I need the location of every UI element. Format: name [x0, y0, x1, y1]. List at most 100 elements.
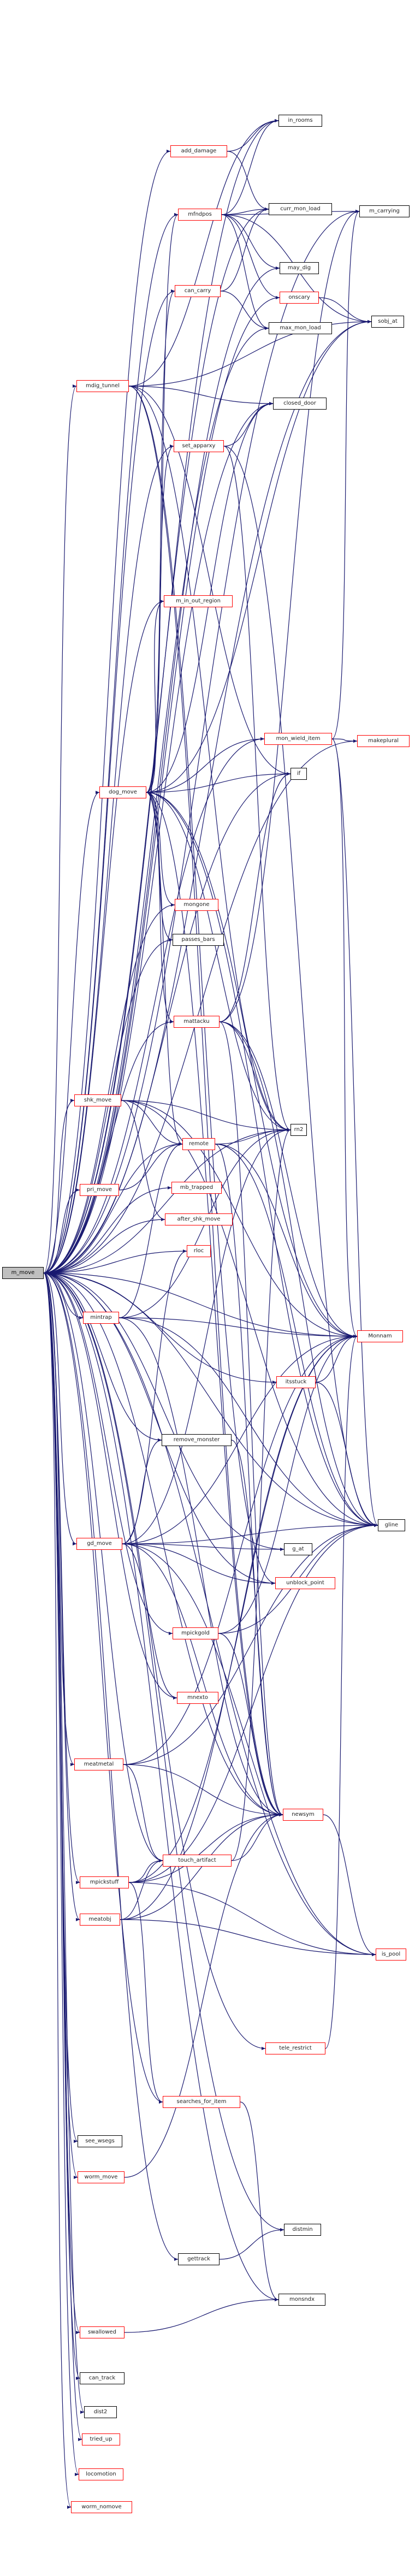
- edge-mintrap-to-Monnam: [118, 1317, 358, 1337]
- node-closed-door: closed_door: [273, 398, 327, 410]
- edge-dog-move-to-mattacku: [146, 792, 174, 1022]
- node-mattacku[interactable]: mattacku: [174, 1016, 220, 1028]
- node-worm-nomove[interactable]: worm_nomove: [71, 2501, 132, 2513]
- edge-arrowhead: [74, 2140, 78, 2143]
- edge-mdig-tunnel-to-unblock-point: [128, 386, 276, 1584]
- edge-m-move-to-gline: [43, 1272, 378, 1526]
- node-dist2: dist2: [84, 2406, 117, 2418]
- node-mb-trapped[interactable]: mb_trapped: [171, 1182, 222, 1194]
- edge-shk-move-to-gline: [121, 1100, 378, 1526]
- edge-meatobj-to-newsym: [120, 1814, 283, 1920]
- edge-m-move-to-searches-for-item: [43, 1272, 163, 2103]
- edge-mattacku-to-newsym: [219, 1021, 283, 1815]
- edge-touch-artifact-to-newsym: [231, 1814, 283, 1861]
- edge-m-move-to-mon-wield-item: [43, 738, 265, 1274]
- edge-touch-artifact-to-rn2: [231, 1129, 291, 1861]
- edge-tele-restrict-to-Monnam: [325, 1336, 358, 2049]
- edge-shk-move-to-Monnam: [121, 1100, 358, 1337]
- edge-m-move-to-add-damage: [43, 151, 171, 1274]
- node-unblock-point[interactable]: unblock_point: [275, 1577, 335, 1589]
- node-mpickstuff[interactable]: mpickstuff: [80, 1876, 129, 1888]
- node-touch-artifact[interactable]: touch_artifact: [163, 1855, 232, 1867]
- node-pri-move[interactable]: pri_move: [80, 1184, 119, 1196]
- edge-set-apparxy-to-gline: [223, 446, 378, 1526]
- node-tele-restrict[interactable]: tele_restrict: [265, 2042, 325, 2054]
- edge-set-apparxy-to-closed-door: [223, 403, 274, 447]
- node-can-carry[interactable]: can_carry: [175, 285, 221, 297]
- edge-m-move-to-remote: [43, 1144, 183, 1274]
- node-meatobj[interactable]: meatobj: [80, 1914, 120, 1926]
- edge-shk-move-to-rn2: [121, 1100, 291, 1130]
- node-tried-up[interactable]: tried_up: [82, 2433, 120, 2445]
- node-swallowed[interactable]: swallowed: [80, 2326, 124, 2338]
- edge-can-carry-to-max-mon-load: [220, 291, 269, 329]
- node-dog-move[interactable]: dog_move: [99, 786, 146, 798]
- node-mdig-tunnel[interactable]: mdig_tunnel: [76, 380, 129, 392]
- node-m-in-out-region[interactable]: m_in_out_region: [164, 595, 233, 607]
- call-edges: [43, 119, 378, 2509]
- edge-m-move-to-m-in-out-region: [43, 601, 164, 1274]
- edge-arrowhead: [275, 119, 278, 122]
- edge-arrowhead: [355, 210, 359, 213]
- node-worm-move[interactable]: worm_move: [78, 2171, 124, 2183]
- node-newsym[interactable]: newsym: [283, 1809, 323, 1821]
- edge-gd-move-to-mnexto: [122, 1543, 177, 1698]
- edge-arrowhead: [159, 2100, 163, 2104]
- node-mintrap[interactable]: mintrap: [83, 1312, 119, 1324]
- edge-mdig-tunnel-to-newsym: [128, 386, 283, 1815]
- node-set-apparxy[interactable]: set_apparxy: [174, 440, 224, 452]
- node-mnexto[interactable]: mnexto: [177, 1692, 218, 1704]
- edge-m-move-to-Monnam: [43, 1272, 358, 1337]
- node-mon-wield-item[interactable]: mon_wield_item: [264, 733, 332, 745]
- node-mpickgold[interactable]: mpickgold: [173, 1627, 218, 1639]
- edge-m-move-to-mb-trapped: [43, 1187, 172, 1274]
- edge-arrowhead: [179, 1142, 182, 1146]
- edge-m-move-to-may-dig: [43, 268, 280, 1274]
- node-locomotion[interactable]: locomotion: [79, 2468, 123, 2480]
- node-distmin: distmin: [284, 2224, 321, 2236]
- edge-dog-move-to-mfndpos: [146, 214, 179, 793]
- node-onscary[interactable]: onscary: [280, 292, 319, 304]
- node-rloc[interactable]: rloc: [187, 1245, 211, 1257]
- edge-dog-move-to-if: [146, 773, 291, 793]
- edge-dog-move-to-rn2: [146, 792, 291, 1130]
- node-in-rooms: in_rooms: [278, 115, 322, 127]
- edge-arrowhead: [76, 1188, 80, 1192]
- node-meatmetal[interactable]: meatmetal: [74, 1758, 123, 1770]
- edge-shk-move-to-remote: [121, 1100, 183, 1145]
- edge-dog-move-to-sobj-at: [146, 321, 372, 793]
- edge-m-move-to-rn2: [43, 1129, 291, 1274]
- node-mongone[interactable]: mongone: [175, 899, 218, 911]
- edge-arrowhead: [96, 791, 99, 794]
- node-Monnam[interactable]: Monnam: [357, 1330, 403, 1342]
- edge-mfndpos-to-in-rooms: [221, 120, 279, 215]
- edge-arrowhead: [353, 1335, 357, 1338]
- edge-m-move-to-set-apparxy: [43, 446, 174, 1274]
- node-add-damage[interactable]: add_damage: [170, 145, 227, 157]
- node-gd-move[interactable]: gd_move: [76, 1538, 122, 1550]
- edge-m-move-to-monsndx: [43, 1272, 279, 2300]
- edge-arrowhead: [260, 737, 264, 741]
- node-after-shk-move[interactable]: after_shk_move: [165, 1213, 233, 1225]
- node-itsstuck[interactable]: itsstuck: [276, 1376, 316, 1388]
- node-searches-for-item[interactable]: searches_for_item: [163, 2096, 240, 2108]
- edge-mpickgold-to-Monnam: [218, 1336, 358, 1634]
- edge-arrowhead: [287, 772, 290, 775]
- node-remote[interactable]: remote: [182, 1138, 215, 1150]
- node-makeplural[interactable]: makeplural: [357, 735, 410, 747]
- node-is-pool[interactable]: is_pool: [376, 1949, 406, 1961]
- edge-arrowhead: [161, 1218, 165, 1221]
- edge-gd-move-to-gline: [122, 1525, 378, 1544]
- node-shk-move[interactable]: shk_move: [74, 1094, 121, 1106]
- edge-mattacku-to-rn2: [219, 1021, 291, 1130]
- edge-arrowhead: [276, 296, 280, 299]
- edge-dog-move-to-gline: [146, 792, 378, 1526]
- edge-worm-move-to-newsym: [124, 1814, 283, 2178]
- node-mfndpos[interactable]: mfndpos: [178, 209, 222, 221]
- edge-gd-move-to-g-at: [122, 1543, 284, 1550]
- node-rn2: rn2: [290, 1124, 307, 1136]
- edge-m-move-to-locomotion: [43, 1272, 79, 2475]
- edge-arrowhead: [160, 600, 164, 603]
- edge-meatmetal-to-gline: [123, 1525, 378, 1765]
- edge-shk-move-to-after-shk-move: [121, 1100, 165, 1220]
